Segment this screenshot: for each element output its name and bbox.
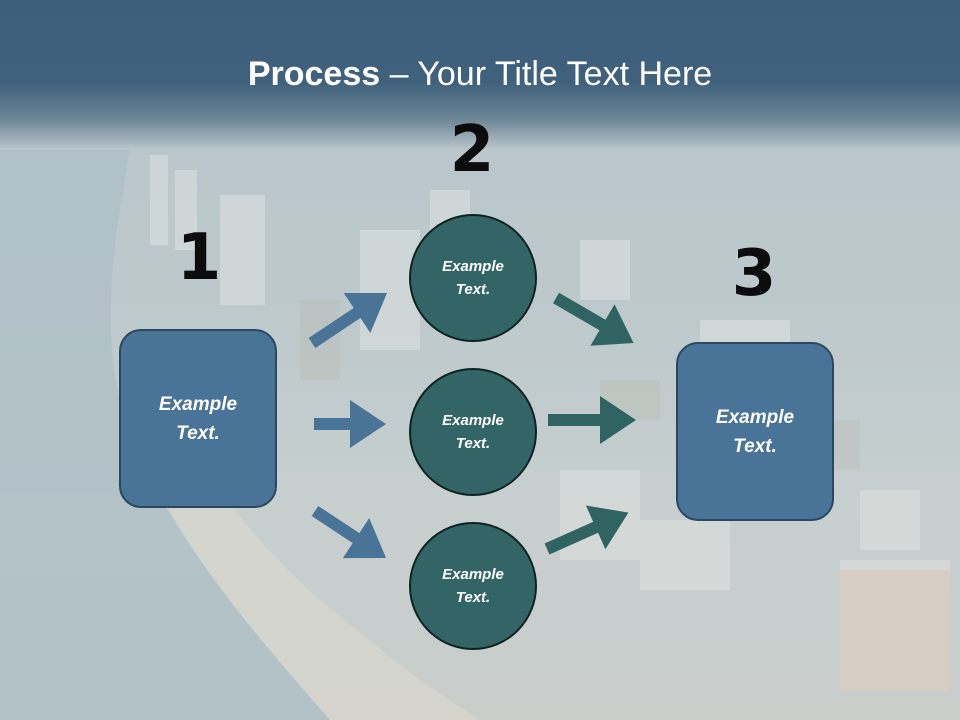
arrow-1-to-2-bottom bbox=[311, 505, 387, 559]
circle-bottom-line-2: Text. bbox=[455, 589, 491, 606]
step-number-3: 3 bbox=[731, 237, 777, 311]
arrow-1-to-2-top bbox=[308, 293, 387, 348]
step-3-box: Example Text. bbox=[676, 342, 834, 521]
step-3-line-1: Example bbox=[715, 406, 795, 428]
step-2-circle-bottom: Example Text. bbox=[409, 522, 537, 650]
step-1-line-1: Example bbox=[158, 393, 238, 415]
circle-bottom-line-1: Example bbox=[442, 566, 504, 583]
arrow-2-bottom-to-3 bbox=[544, 505, 629, 555]
title-rest: – Your Title Text Here bbox=[380, 55, 713, 93]
arrow-2-top-to-3 bbox=[552, 292, 634, 346]
circle-middle-line-2: Text. bbox=[455, 435, 491, 452]
step-3-line-2: Text. bbox=[733, 435, 777, 457]
step-number-2: 2 bbox=[449, 113, 495, 187]
step-number-1: 1 bbox=[176, 221, 222, 295]
title-bar bbox=[0, 0, 960, 150]
step-2-circle-middle: Example Text. bbox=[409, 368, 537, 496]
step-1-box: Example Text. bbox=[119, 329, 277, 508]
circle-top-line-2: Text. bbox=[455, 281, 491, 298]
title-bold: Process bbox=[247, 55, 381, 93]
slide-title: Process – Your Title Text Here bbox=[0, 52, 960, 96]
step-1-line-2: Text. bbox=[176, 422, 220, 444]
circle-top-line-1: Example bbox=[442, 258, 504, 275]
circle-middle-line-1: Example bbox=[442, 412, 504, 429]
step-2-circle-top: Example Text. bbox=[409, 214, 537, 342]
